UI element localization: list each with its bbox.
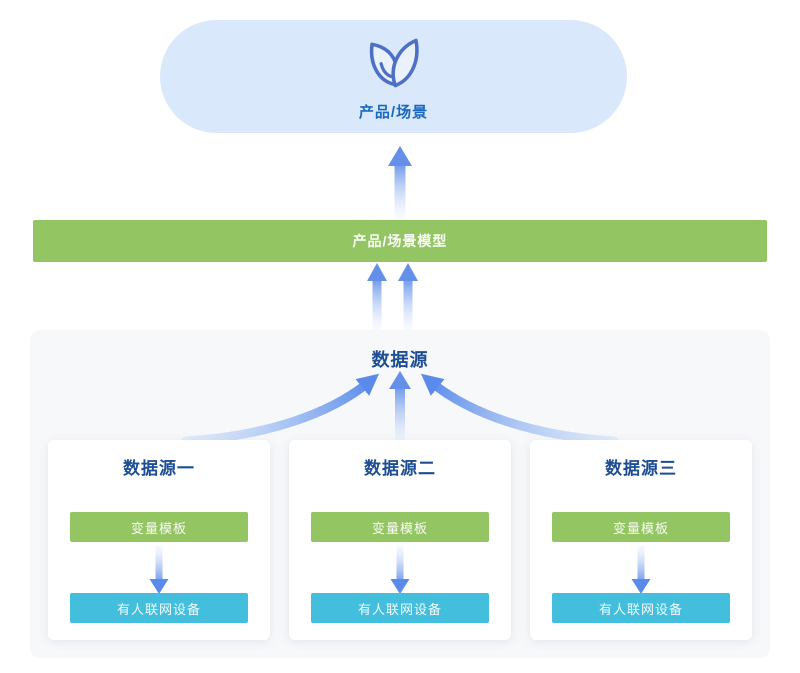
datasource-card-3: 数据源三 变量模板 有人联网设备 — [530, 440, 752, 640]
variable-template-node: 变量模板 — [70, 512, 248, 542]
connected-device-label: 有人联网设备 — [598, 601, 683, 617]
variable-template-label: 变量模板 — [371, 520, 428, 536]
datasource-card-1: 数据源一 变量模板 有人联网设备 — [48, 440, 270, 640]
datasource-card-title: 数据源三 — [605, 459, 677, 478]
datasource-card-2: 数据源二 变量模板 有人联网设备 — [289, 440, 511, 640]
variable-template-node: 变量模板 — [552, 512, 730, 542]
variable-template-node: 变量模板 — [311, 512, 489, 542]
datasource-card-title: 数据源一 — [123, 459, 195, 478]
product-scene-model-bar: 产品/场景模型 — [33, 220, 767, 262]
arrow-model-to-product — [388, 146, 412, 218]
arrow-template-to-device — [149, 546, 169, 594]
arrow-template-to-device — [631, 546, 651, 594]
arrow-group-to-model-left — [367, 263, 387, 330]
datasource-card-title: 数据源二 — [364, 459, 436, 478]
product-scene-label: 产品/场景 — [358, 103, 429, 121]
product-scene-node: 产品/场景 — [160, 20, 627, 133]
connected-device-node: 有人联网设备 — [311, 593, 489, 623]
product-scene-model-label: 产品/场景模型 — [352, 233, 448, 249]
variable-template-label: 变量模板 — [130, 520, 187, 536]
arrow-template-to-device — [390, 546, 410, 594]
connected-device-node: 有人联网设备 — [552, 593, 730, 623]
connected-device-label: 有人联网设备 — [357, 601, 442, 617]
connected-device-label: 有人联网设备 — [116, 601, 201, 617]
datasource-group-title: 数据源 — [371, 350, 429, 370]
leaf-icon — [369, 38, 419, 87]
arrow-group-to-model-right — [398, 263, 418, 330]
connected-device-node: 有人联网设备 — [70, 593, 248, 623]
variable-template-label: 变量模板 — [612, 520, 669, 536]
